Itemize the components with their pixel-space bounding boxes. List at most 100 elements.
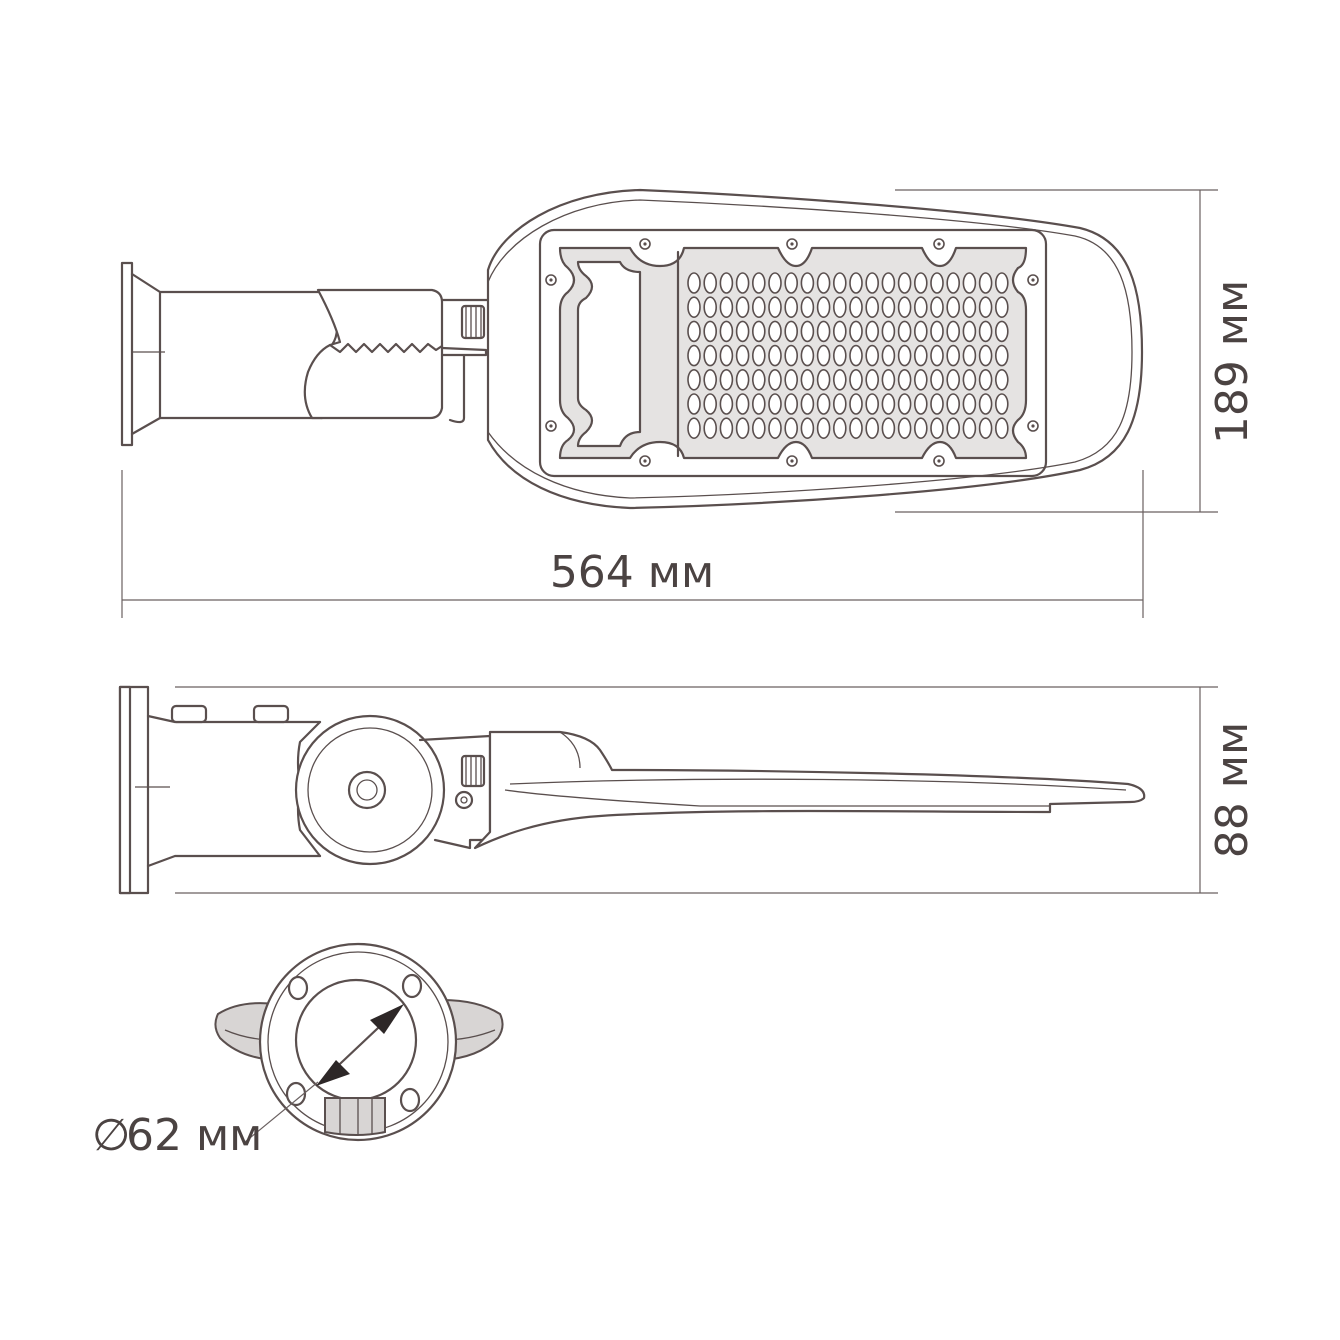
led-diode [816, 344, 831, 367]
led-diode [913, 296, 928, 319]
height-top-label: 189 мм [1207, 280, 1258, 444]
led-diode [816, 320, 831, 343]
led-diode [719, 368, 734, 391]
led-diode [978, 272, 993, 294]
led-diode [994, 368, 1009, 391]
led-diode [913, 272, 928, 294]
end-bolt-hole-4 [399, 1087, 421, 1113]
led-diode [751, 296, 766, 319]
led-grid [687, 272, 1009, 440]
led-diode [687, 393, 701, 415]
led-diode [719, 272, 734, 294]
led-diode [735, 320, 750, 343]
led-diode [994, 344, 1009, 367]
led-diode [687, 320, 701, 343]
led-frame [538, 228, 1048, 478]
led-diode [897, 344, 912, 367]
led-diode [719, 320, 734, 343]
cable-gland-side [460, 754, 486, 788]
led-diode [751, 320, 766, 343]
diameter-symbol: ∅ [92, 1110, 130, 1161]
led-diode [800, 417, 815, 440]
led-diode [865, 296, 880, 319]
diameter-leader [244, 1081, 319, 1143]
screws [545, 238, 1039, 467]
mount-body-side [146, 714, 322, 868]
led-diode [687, 368, 701, 391]
led-diode [994, 296, 1009, 319]
led-diode [962, 320, 977, 343]
led-diode [946, 320, 961, 343]
led-diode [784, 417, 799, 440]
led-diode [832, 296, 847, 319]
led-diode [865, 393, 880, 415]
led-diode [849, 417, 863, 440]
led-diode [832, 393, 847, 415]
led-diode [978, 393, 993, 415]
led-diode [768, 272, 782, 294]
led-diode [784, 320, 799, 343]
led-diode [735, 368, 750, 391]
clamp-body-top [303, 288, 444, 420]
led-diode [703, 344, 718, 367]
bolt-1 [170, 704, 208, 724]
screw-center [549, 424, 553, 428]
housing-side-line2 [504, 789, 1050, 807]
led-diode [719, 344, 734, 367]
led-diode [881, 296, 896, 319]
led-diode [930, 368, 944, 391]
led-diode [784, 296, 799, 319]
led-diode [978, 344, 993, 367]
led-diode [832, 320, 847, 343]
led-diode [930, 393, 944, 415]
top-view: 189 мм 564 мм [120, 188, 1258, 618]
end-bolt-hole-3 [285, 1081, 307, 1107]
led-diode [768, 368, 782, 391]
led-diode [751, 368, 766, 391]
led-diode [994, 320, 1009, 343]
end-bolt-hole-2 [401, 973, 423, 999]
led-diode [930, 417, 944, 440]
led-diode [849, 344, 863, 367]
led-diode [962, 393, 977, 415]
led-diode [703, 296, 718, 319]
led-diode [816, 296, 831, 319]
led-diode [897, 320, 912, 343]
led-diode [784, 272, 799, 294]
led-diode [735, 296, 750, 319]
diameter-label: 62 мм [126, 1110, 262, 1161]
led-diode [816, 417, 831, 440]
led-diode [865, 417, 880, 440]
housing-outline [486, 188, 1144, 510]
screw-center [937, 242, 941, 246]
led-diode [687, 344, 701, 367]
led-diode [687, 296, 701, 319]
led-diode [687, 272, 701, 294]
led-diode [881, 368, 896, 391]
led-diode [735, 344, 750, 367]
clamp-bolt [347, 770, 387, 810]
end-wing-right [441, 998, 504, 1062]
screw-center [643, 459, 647, 463]
led-diode [897, 272, 912, 294]
led-diode [913, 344, 928, 367]
housing-inner-edge [487, 199, 1133, 499]
led-diode [897, 368, 912, 391]
led-diode [703, 393, 718, 415]
led-diode [832, 272, 847, 294]
led-diode [768, 296, 782, 319]
led-diode [719, 393, 734, 415]
led-diode [800, 393, 815, 415]
led-diode [719, 296, 734, 319]
led-diode [832, 344, 847, 367]
led-diode [897, 296, 912, 319]
led-diode [751, 272, 766, 294]
led-diode [687, 417, 701, 440]
screw-center [1031, 278, 1035, 282]
led-diode [768, 393, 782, 415]
end-pipe-bore [294, 978, 418, 1102]
led-diode [816, 272, 831, 294]
led-diode [800, 272, 815, 294]
led-diode [897, 417, 912, 440]
led-diode [881, 272, 896, 294]
